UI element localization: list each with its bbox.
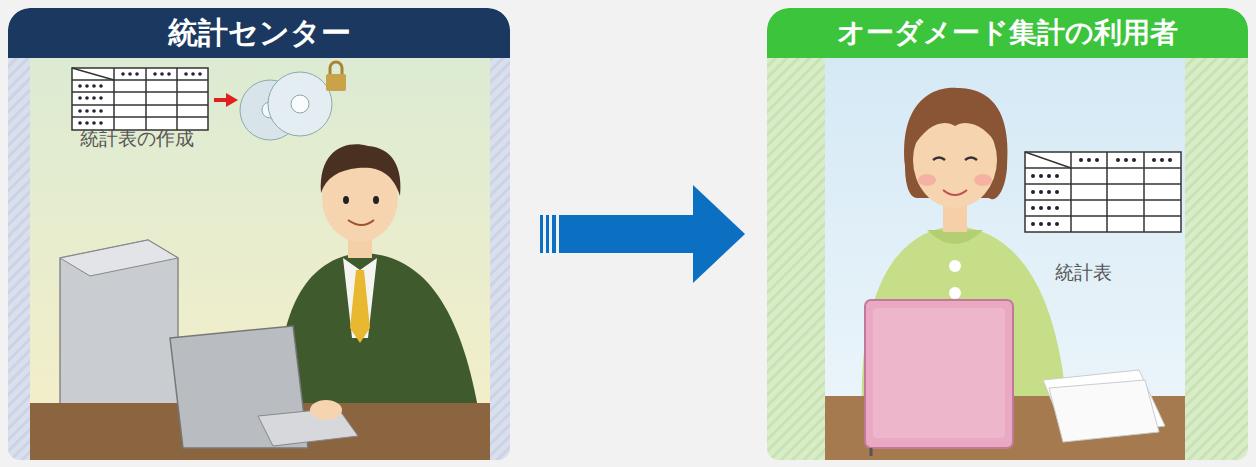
user-panel: オーダメード集計の利用者統計表: [767, 8, 1248, 460]
panel-title: オーダメード集計の利用者: [837, 14, 1178, 52]
panel-header: オーダメード集計の利用者: [767, 8, 1248, 58]
panel-header: 統計センター: [8, 8, 510, 58]
panel-title: 統計センター: [168, 13, 351, 54]
panel-caption: 統計表の作成: [80, 126, 194, 152]
flow-arrow: [540, 185, 745, 283]
panel-caption: 統計表: [1055, 260, 1112, 286]
user-illustration: [767, 8, 1248, 460]
organisation-panel: 統計センター統計表の作成: [8, 8, 510, 460]
office-illustration: [8, 8, 510, 460]
